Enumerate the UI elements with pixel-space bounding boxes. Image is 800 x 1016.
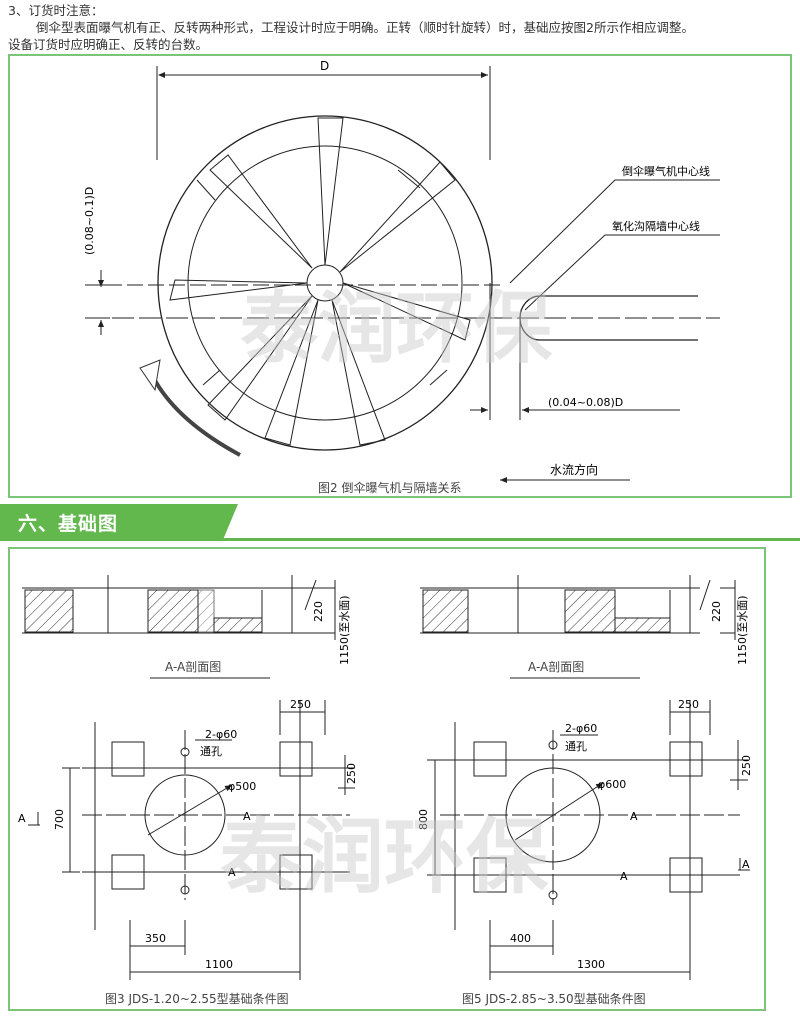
fig5-caption: 图5 JDS-2.85~3.50型基础条件图 bbox=[462, 992, 646, 1006]
fig5-dim-250-top: 250 bbox=[678, 698, 699, 711]
dim-offset-label: (0.04~0.08)D bbox=[548, 396, 623, 409]
figure-2-caption: 图2 倒伞曝气机与隔墙关系 bbox=[318, 480, 461, 495]
fig5-dim-1150: 1150(至水面) bbox=[736, 595, 749, 665]
figure-2-frame bbox=[8, 54, 792, 498]
fig5-dim-1300: 1300 bbox=[577, 958, 605, 971]
fig5-hole-label: 2-φ60 bbox=[565, 722, 597, 735]
fig3-circle-label: φ500 bbox=[228, 780, 256, 793]
fig5-dim-220: 220 bbox=[710, 601, 723, 622]
fig3-label-A-left: A bbox=[18, 812, 26, 825]
fig5-label-A-right: A bbox=[742, 858, 750, 871]
dim-D-label: D bbox=[320, 59, 329, 73]
fig3-label-A-mid: A bbox=[243, 810, 251, 823]
fig3-dim-220: 220 bbox=[312, 601, 325, 622]
fig3-label-A-low: A bbox=[228, 866, 236, 879]
fig3-dim-250-side: 250 bbox=[345, 763, 358, 784]
dim-vertical-label: (0.08~0.1)D bbox=[83, 187, 96, 255]
fig5-label-A-mid: A bbox=[630, 810, 638, 823]
fig5-dim-250-side: 250 bbox=[740, 755, 753, 776]
fig3-hole-sub: 通孔 bbox=[200, 745, 222, 758]
notes-paragraph: 倒伞型表面曝气机有正、反转两种形式，工程设计时应于明确。正转（顺时针旋转）时，基… bbox=[36, 20, 694, 35]
fig5-dim-400: 400 bbox=[510, 932, 531, 945]
section-banner: 六、基础图 bbox=[0, 504, 800, 542]
foundation-figures-frame bbox=[8, 547, 766, 1011]
order-notes: 3、订货时注意： 倒伞型表面曝气机有正、反转两种形式，工程设计时应于明确。正转（… bbox=[8, 2, 792, 53]
flow-direction-label: 水流方向 bbox=[550, 462, 598, 477]
fig5-section-label: A-A剖面图 bbox=[528, 660, 584, 674]
section-title: 六、基础图 bbox=[18, 513, 119, 535]
notes-heading: 3、订货时注意： bbox=[8, 3, 104, 18]
fig3-dim-250-top: 250 bbox=[290, 698, 311, 711]
notes-paragraph-cont: 设备订货时应明确正、反转的台数。 bbox=[8, 37, 209, 52]
fig3-dim-700: 700 bbox=[53, 809, 66, 830]
fig5-dim-800: 800 bbox=[417, 809, 430, 830]
fig3-section-label: A-A剖面图 bbox=[165, 660, 221, 674]
fig5-hole-sub: 通孔 bbox=[565, 740, 587, 753]
figure-2-drawing: D (0.08~0.1)D (0.04~0.08)D 倒伞曝气机中心线 氧化沟隔… bbox=[83, 59, 720, 495]
watermark-1: 泰润环保 bbox=[240, 284, 553, 374]
fig3-caption: 图3 JDS-1.20~2.55型基础条件图 bbox=[105, 992, 289, 1006]
wall-center-label: 氧化沟隔墙中心线 bbox=[612, 219, 700, 233]
fig3-dim-350: 350 bbox=[145, 932, 166, 945]
fig3-hole-label: 2-φ60 bbox=[205, 728, 237, 741]
fig5-circle-label: φ600 bbox=[598, 778, 626, 791]
watermark-2: 泰润环保 bbox=[220, 810, 549, 905]
aerator-center-label: 倒伞曝气机中心线 bbox=[622, 164, 710, 178]
fig5-label-A-low: A bbox=[620, 870, 628, 883]
fig3-dim-1100: 1100 bbox=[205, 958, 233, 971]
fig3-dim-1150: 1150(至水面) bbox=[338, 595, 351, 665]
